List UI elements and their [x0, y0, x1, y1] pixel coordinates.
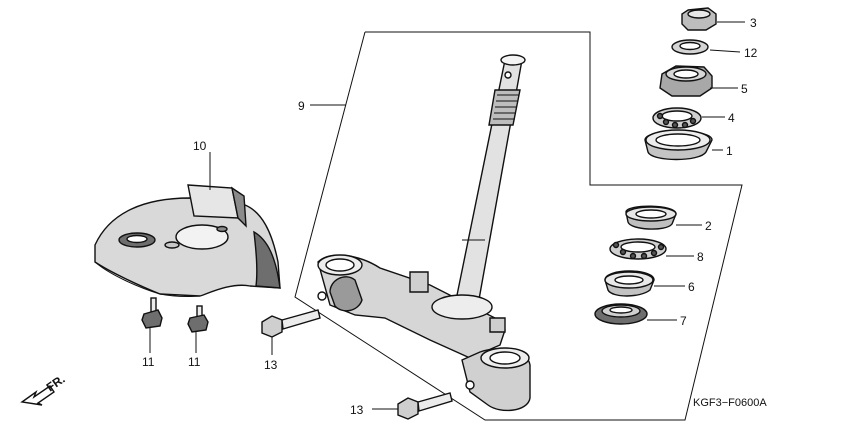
callout-6: 6 — [688, 280, 695, 294]
assembly-boundary — [294, 31, 743, 421]
callout-3: 3 — [750, 16, 757, 30]
dust-seal-race — [604, 270, 655, 297]
callout-9: 9 — [298, 99, 305, 113]
callout-5: 5 — [741, 82, 748, 96]
lock-washer — [671, 39, 709, 55]
callout-1: 1 — [726, 144, 733, 158]
dust-seal — [594, 303, 648, 325]
drawing-code: KGF3−F0600A — [693, 397, 767, 409]
callout-4: 4 — [728, 111, 735, 125]
steering-stem — [317, 54, 531, 412]
adjusting-nut — [659, 65, 713, 97]
callout-13-upper: 13 — [264, 358, 278, 372]
callout-10: 10 — [193, 139, 207, 153]
bolt-upper — [261, 309, 321, 338]
screw-left — [141, 297, 163, 329]
callout-8: 8 — [697, 250, 704, 264]
callout-11-right: 11 — [188, 355, 201, 369]
callout-12: 12 — [744, 46, 758, 60]
callout-7: 7 — [680, 314, 687, 328]
upper-cone-race — [644, 129, 713, 161]
leader-lines — [149, 21, 745, 410]
lock-nut — [681, 7, 717, 31]
steering-cover — [94, 184, 281, 297]
lower-cone-race — [625, 205, 677, 230]
callout-2: 2 — [705, 219, 712, 233]
callout-13-lower: 13 — [350, 403, 364, 417]
screw-right — [187, 305, 209, 333]
bolt-lower — [397, 392, 453, 420]
callout-11-left: 11 — [142, 355, 155, 369]
lower-ball-race — [609, 238, 667, 260]
upper-ball-race — [652, 107, 702, 129]
front-direction-arrow-icon — [20, 385, 55, 406]
